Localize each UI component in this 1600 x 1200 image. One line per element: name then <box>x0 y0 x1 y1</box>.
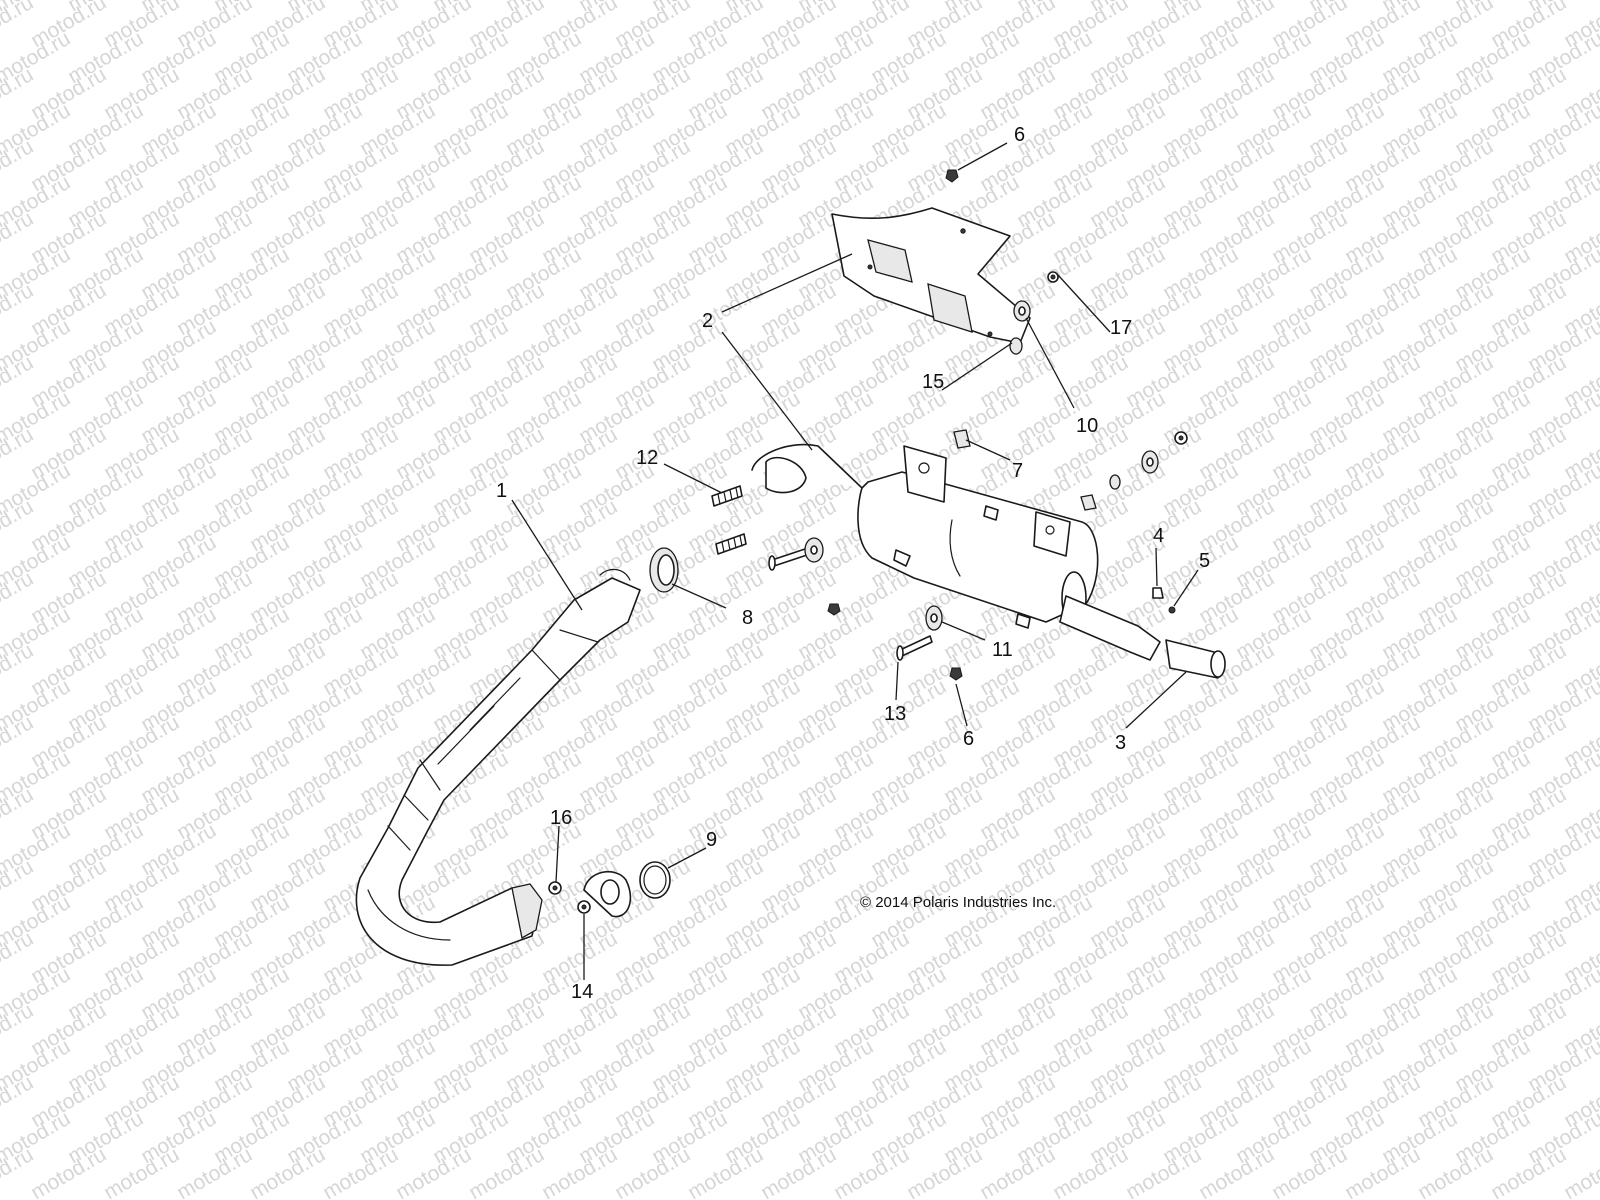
callout-13: 13 <box>884 703 906 725</box>
grommet-icon <box>1013 300 1031 322</box>
callout-16: 16 <box>550 807 572 829</box>
callout-1: 1 <box>496 480 507 502</box>
callout-17: 17 <box>1110 317 1132 339</box>
exhaust-flange-icon <box>583 871 632 918</box>
callout-8: 8 <box>742 607 753 629</box>
grommet-icon <box>925 605 943 631</box>
callout-5: 5 <box>1199 550 1210 572</box>
callout-11: 11 <box>992 639 1013 661</box>
screw-icon <box>1152 587 1164 599</box>
callout-6-bottom: 6 <box>963 728 974 750</box>
copyright-notice: © 2014 Polaris Industries Inc. <box>860 894 1056 911</box>
grommet-icon <box>1141 450 1159 474</box>
grommet-icon <box>804 537 824 563</box>
bolt-icon <box>945 169 959 183</box>
callout-9: 9 <box>706 829 717 851</box>
callout-12: 12 <box>636 447 658 469</box>
gasket-ring-icon <box>639 861 671 899</box>
callout-7: 7 <box>1012 460 1023 482</box>
nut-icon <box>548 881 562 895</box>
callout-10: 10 <box>1076 415 1098 437</box>
nut-icon <box>1047 271 1059 283</box>
watermark-text: motod.ru <box>1560 1143 1600 1200</box>
callout-4: 4 <box>1153 525 1164 547</box>
callout-3: 3 <box>1115 732 1126 754</box>
nut-icon <box>1174 431 1188 445</box>
nut-icon <box>577 900 591 914</box>
washer-icon <box>1109 474 1121 490</box>
nut-icon <box>1168 606 1176 614</box>
callout-15: 15 <box>922 371 944 393</box>
washer-icon <box>1009 337 1023 355</box>
callout-2: 2 <box>702 310 713 332</box>
callout-6-top: 6 <box>1014 124 1025 146</box>
callout-14: 14 <box>571 981 593 1003</box>
